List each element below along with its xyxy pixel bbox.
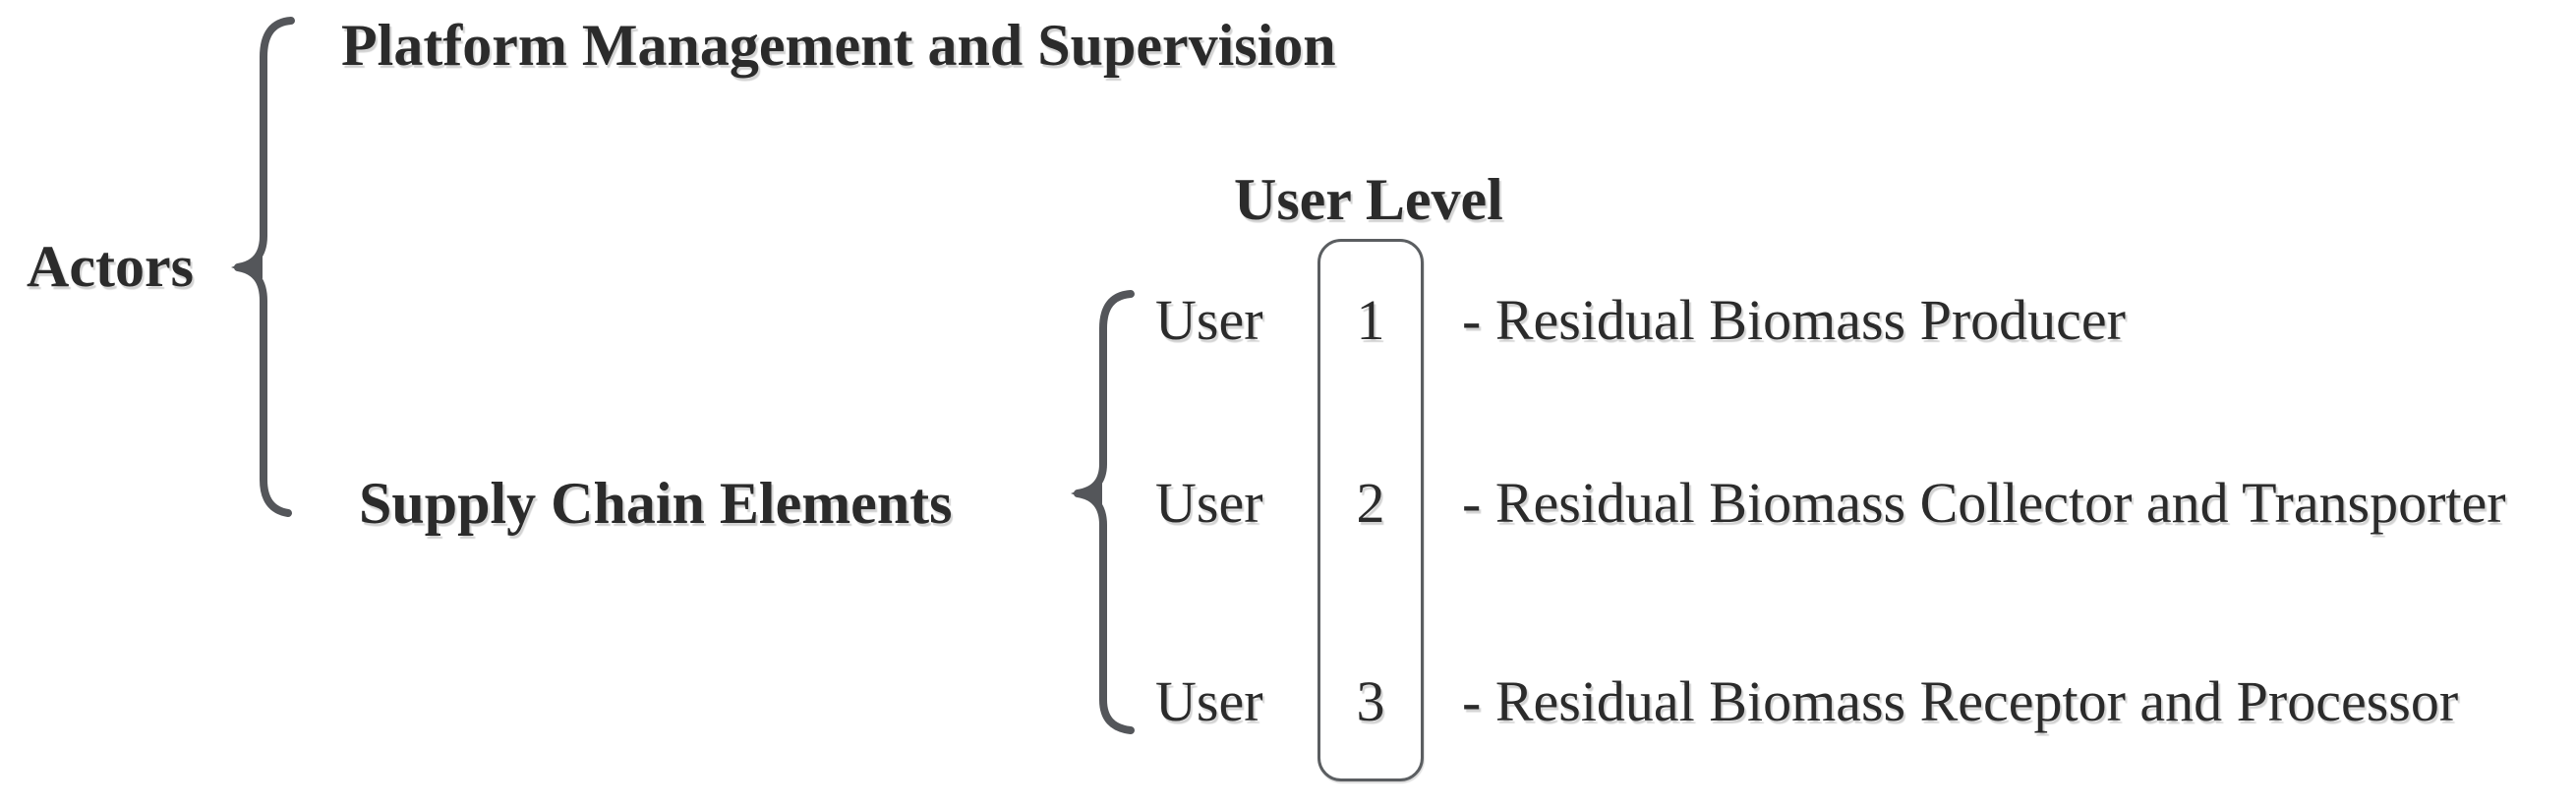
actors-label: Actors <box>27 234 194 299</box>
supply-chain-brace <box>1074 290 1135 734</box>
user-label-3: User <box>1155 669 1263 733</box>
user-level-heading: User Level <box>1234 167 1503 232</box>
user-level-description-2: - Residual Biomass Collector and Transpo… <box>1462 471 2506 535</box>
supply-chain-brace-cusp <box>1071 482 1102 505</box>
user-level-description-1: - Residual Biomass Producer <box>1462 288 2126 352</box>
user-label-2: User <box>1155 471 1263 535</box>
actors-brace-cusp <box>231 256 263 279</box>
user-level-number-3: 3 <box>1356 669 1385 733</box>
user-level-description-3: - Residual Biomass Receptor and Processo… <box>1462 669 2459 733</box>
user-level-box <box>1317 239 1424 781</box>
user-label-1: User <box>1155 288 1263 352</box>
branch-platform-label: Platform Management and Supervision <box>341 13 1336 78</box>
user-level-number-2: 2 <box>1356 471 1385 535</box>
branch-supply-label: Supply Chain Elements <box>359 471 953 536</box>
user-level-number-1: 1 <box>1356 288 1385 352</box>
